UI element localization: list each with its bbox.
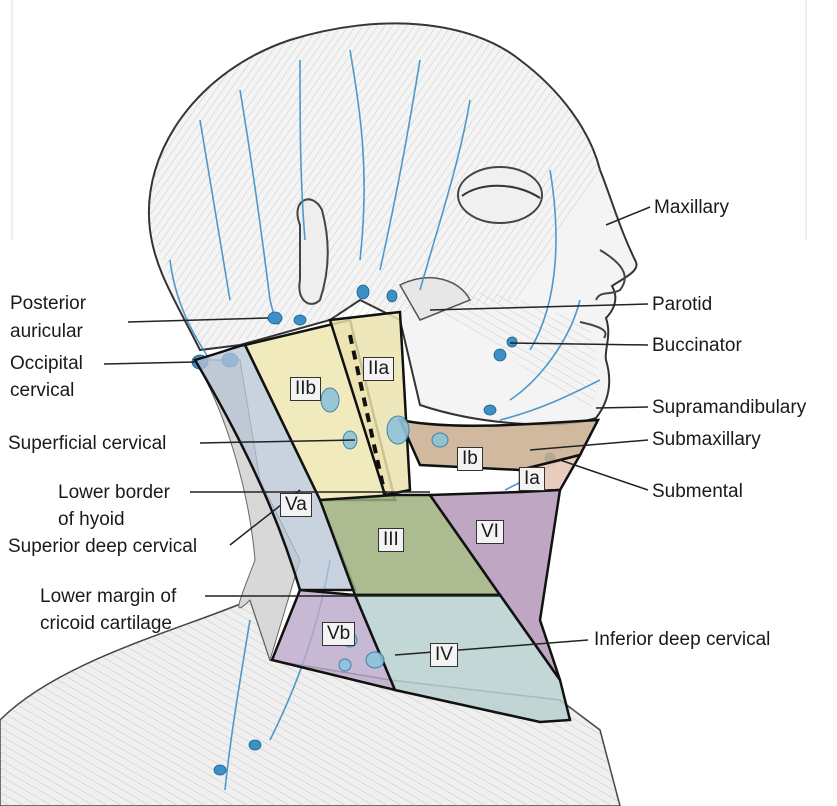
label-posterior-auricular-line2: auricular xyxy=(10,320,83,343)
label-lower-margin-cricoid-line2: cricoid cartilage xyxy=(40,612,172,635)
level-Ia-box: Ia xyxy=(519,467,545,491)
eye xyxy=(458,167,542,223)
level-IV-box: IV xyxy=(430,643,458,667)
label-superior-deep-cervical: Superior deep cervical xyxy=(8,535,197,558)
label-superficial-cervical: Superficial cervical xyxy=(8,432,166,455)
ear xyxy=(297,199,327,304)
label-lower-border-hyoid-line2: of hyoid xyxy=(58,508,125,531)
level-IIb-box: IIb xyxy=(290,377,321,401)
label-occipital-cervical-line2: cervical xyxy=(10,379,74,402)
label-parotid: Parotid xyxy=(652,293,712,316)
label-inferior-deep-cervical: Inferior deep cervical xyxy=(594,628,770,651)
level-IIa-box: IIa xyxy=(363,357,394,381)
level-Ib-box: Ib xyxy=(457,447,483,471)
label-occipital-cervical-line1: Occipital xyxy=(10,352,83,375)
label-maxillary: Maxillary xyxy=(654,196,729,219)
label-posterior-auricular-line1: Posterior xyxy=(10,292,86,315)
level-Va-box: Va xyxy=(280,493,312,517)
level-VI-box: VI xyxy=(476,520,504,544)
label-supramandibulary: Supramandibulary xyxy=(652,396,806,419)
label-buccinator: Buccinator xyxy=(652,334,742,357)
label-lower-margin-cricoid-line1: Lower margin of xyxy=(40,585,176,608)
level-Vb-box: Vb xyxy=(322,622,355,646)
label-submental: Submental xyxy=(652,480,743,503)
level-III-box: III xyxy=(378,528,404,552)
label-lower-border-hyoid-line1: Lower border xyxy=(58,481,170,504)
label-submaxillary: Submaxillary xyxy=(652,428,761,451)
